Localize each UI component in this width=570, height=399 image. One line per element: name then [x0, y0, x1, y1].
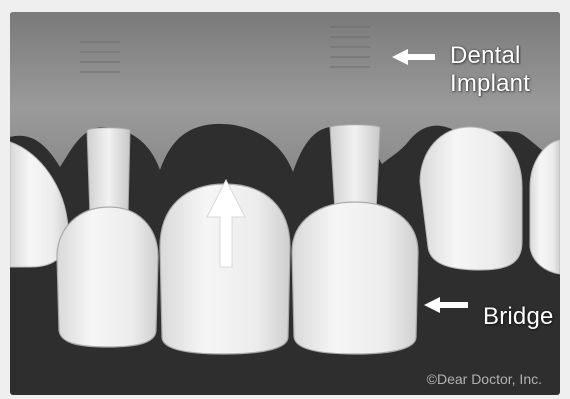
dental-illustration: Dental Implant Bridge ©Dear Doctor, Inc.	[10, 12, 560, 395]
bridge-crown-left	[57, 207, 158, 347]
dental-implant-label-line2: Implant	[450, 70, 560, 98]
abutment-right	[330, 125, 380, 212]
copyright-credit: ©Dear Doctor, Inc.	[427, 371, 542, 387]
abutment-left	[87, 128, 130, 217]
natural-tooth-right	[420, 127, 522, 270]
dental-implant-label-line1: Dental	[450, 42, 560, 70]
bridge-crown-right	[292, 202, 418, 354]
dental-implant-label: Dental Implant	[450, 42, 560, 98]
bridge-label: Bridge	[483, 303, 554, 331]
